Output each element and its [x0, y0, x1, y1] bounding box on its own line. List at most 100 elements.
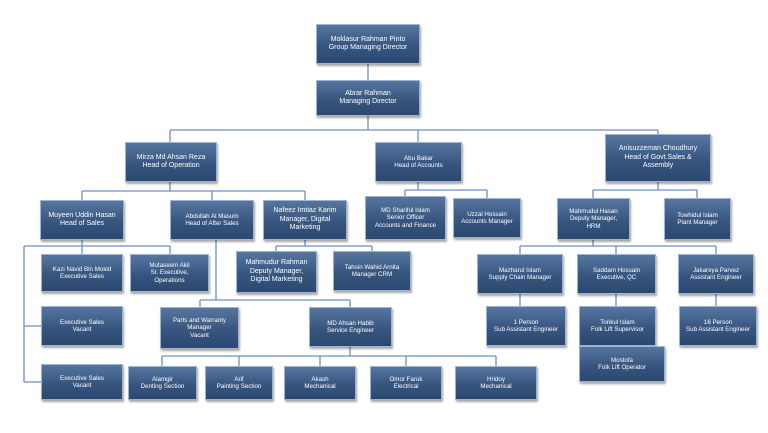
node-folk-lift-operator: Mostofa Folk Lift Operator	[579, 346, 665, 382]
node-title: Painting Section	[216, 383, 262, 390]
node-head-of-govt-sales: Anisuzzeman Choudhury Head of Govt.Sales…	[605, 134, 711, 182]
node-name: Saddam Hossain	[592, 266, 641, 274]
node-title: Deputy Manager,	[249, 267, 304, 275]
node-name: Jakareya Parvez	[692, 266, 740, 274]
node-name: 16 Person	[703, 318, 733, 326]
node-name: Uzzal Hossain	[467, 210, 507, 218]
node-name: Nafeez Imtiaz Karim	[273, 207, 337, 215]
node-title: Group Managing Director	[328, 44, 408, 51]
node-plant-manager: Towhidul Islam Plant Manager	[664, 198, 731, 240]
node-assistant-engineer: Jakareya Parvez Assistant Engineer	[678, 254, 754, 294]
node-title: Executive Sales	[59, 273, 105, 280]
node-name: Arif	[234, 375, 244, 383]
node-name: MD Shariful Islam	[381, 206, 430, 214]
node-head-of-accounts: Abu Bakar Head of Accounts	[375, 142, 462, 182]
node-title: Supply Chain Manager	[488, 274, 552, 281]
node-title-line2: Assembly	[642, 162, 674, 170]
node-name: Abrar Rahman	[345, 89, 391, 97]
node-name: Torikul Islam	[600, 318, 635, 326]
node-name: Abdullah Al Masum	[185, 212, 239, 220]
node-mechanical-hridoy: Hridoy Mechanical	[455, 366, 537, 400]
node-service-engineer: MD Ahsan Habib Service Engineer	[309, 307, 392, 347]
node-name: Mahmudul Hasan	[569, 207, 618, 215]
node-mechanical-akash: Akash Mechanical	[284, 366, 356, 400]
node-manager-crm: Tahsin Wahid Arnita Manager CRM	[333, 251, 411, 291]
node-title-line2: HRM	[586, 222, 601, 230]
node-title: Sub Assistant Engineer	[494, 326, 558, 333]
node-group-managing-director: Moklasur Rahman Pinto Group Managing Dir…	[316, 24, 420, 64]
node-title: Senior Officer	[386, 214, 425, 222]
node-name: 1 Person	[513, 318, 539, 326]
node-title: Head of After Sales	[185, 220, 239, 227]
node-name: Mostofa	[610, 356, 633, 364]
node-name: Towhidul Islam	[677, 211, 718, 219]
node-title: Plant Manager	[677, 219, 718, 226]
node-name: Alamgir	[152, 375, 173, 383]
node-title: Folk Lift Operator	[598, 364, 646, 371]
node-head-of-sales: Muyeen Uddin Hasan Head of Sales	[40, 200, 124, 240]
node-title: Accounts Manager	[461, 218, 513, 225]
node-title: Head of Accounts	[394, 162, 443, 169]
node-title: Deputy Manager,	[569, 215, 618, 223]
node-executive-qc: Saddam Hossain Executive, QC	[577, 254, 656, 294]
node-name: Omor Faruk	[389, 375, 423, 383]
node-title: Service Engineer	[326, 327, 375, 334]
node-sr-executive-operations: Mutaseem Akil Sr. Executive, Operations	[130, 254, 209, 292]
node-deputy-manager-hrm: Mahmudul Hasan Deputy Manager, HRM	[557, 198, 630, 240]
node-title: Manager	[187, 324, 212, 332]
node-accounts-manager: Uzzal Hossain Accounts Manager	[453, 198, 521, 238]
node-title: Denting Section	[140, 383, 185, 390]
node-title: Manager CRM	[351, 271, 393, 278]
node-title-line2: Marketing	[289, 224, 321, 232]
node-title: Assistant Engineer	[690, 274, 742, 281]
node-title-line2: Digital Marketing	[250, 276, 303, 284]
node-title: Vacant	[72, 382, 92, 389]
node-name: Parts and Warranty	[172, 316, 227, 324]
node-title-line2: Vacant	[190, 331, 209, 339]
node-title: Sr. Executive,	[150, 269, 189, 277]
node-head-of-after-sales: Abdullah Al Masum Head of After Sales	[170, 200, 254, 240]
node-name: Executive Sales	[59, 318, 105, 326]
node-painting-section: Arif Painting Section	[205, 366, 273, 400]
node-name: Mahmudur Rahman	[245, 259, 308, 267]
node-name: Abu Bakar	[404, 154, 433, 162]
node-name: Anisuzzeman Choudhury	[618, 145, 698, 153]
node-one-person-sub-assistant-engineer: 1 Person Sub Assistant Engineer	[486, 306, 566, 346]
node-name: Hridoy	[487, 375, 505, 383]
node-title: Managing Director	[339, 98, 397, 105]
node-title: Folk Lift Supervisor	[591, 326, 644, 333]
node-title-line2: Operations	[154, 276, 185, 284]
node-title: Executive, QC	[596, 274, 637, 281]
node-supply-chain-manager: Mazharul Islam Supply Chain Manager	[477, 254, 563, 294]
node-name: Executive Sales	[59, 374, 105, 382]
node-name: Muyeen Uddin Hasan	[48, 211, 116, 219]
node-name: Kazi Navid Bin Mokid	[52, 265, 112, 273]
node-title: Vacant	[72, 326, 92, 333]
node-name: Akash	[311, 375, 329, 383]
node-executive-sales-kazi: Kazi Navid Bin Mokid Executive Sales	[41, 254, 123, 292]
node-title: Head of Govt.Sales &	[624, 153, 692, 161]
node-name: Mutaseem Akil	[149, 261, 190, 269]
node-sixteen-person-sub-assistant-engineer: 16 Person Sub Assistant Engineer	[679, 306, 757, 346]
node-title: Head of Sales	[60, 220, 104, 227]
node-name: MD Ahsan Habib	[327, 319, 374, 327]
node-title-line2: Accounts and Finance	[374, 221, 437, 229]
node-name: Mirza Md Ahsan Reza	[136, 153, 206, 161]
node-managing-director: Abrar Rahman Managing Director	[316, 80, 420, 116]
node-executive-sales-vacant-2: Executive Sales Vacant	[41, 364, 123, 400]
node-title: Electrical	[393, 383, 419, 390]
node-electrical: Omor Faruk Electrical	[370, 366, 442, 400]
node-parts-and-warranty-manager: Parts and Warranty Manager Vacant	[160, 307, 239, 349]
node-denting-section: Alamgir Denting Section	[128, 366, 197, 400]
node-name: Tahsin Wahid Arnita	[344, 263, 400, 271]
node-name: Mazharul Islam	[499, 266, 541, 274]
node-deputy-manager-digital-marketing: Mahmudur Rahman Deputy Manager, Digital …	[236, 251, 317, 293]
node-title: Mechanical	[480, 383, 512, 390]
node-head-of-operation: Mirza Md Ahsan Reza Head of Operation	[125, 142, 217, 182]
node-title: Sub Assistant Engineer	[686, 326, 750, 333]
node-senior-officer-accounts: MD Shariful Islam Senior Officer Account…	[365, 196, 446, 240]
node-title: Mechanical	[304, 383, 336, 390]
node-title: Head of Operation	[142, 162, 200, 169]
